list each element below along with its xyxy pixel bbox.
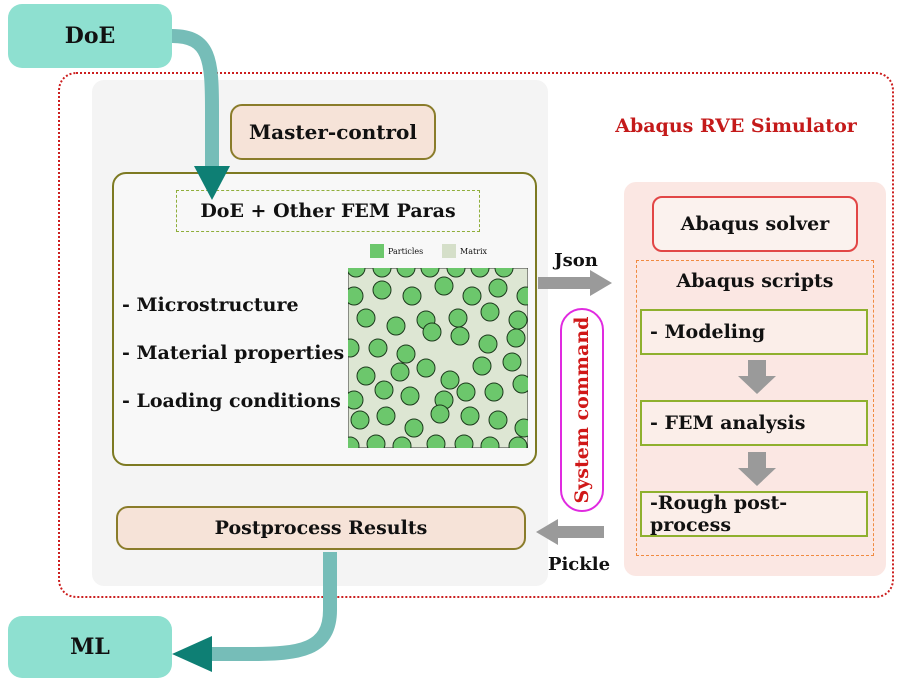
particle-53 — [508, 436, 528, 448]
param-microstructure: - Microstructure — [122, 294, 299, 316]
particle-32 — [502, 352, 522, 372]
particle-43 — [430, 404, 450, 424]
particle-27 — [356, 366, 376, 386]
particle-17 — [448, 308, 468, 328]
particle-12 — [488, 278, 508, 298]
param-loading-conditions: - Loading conditions — [122, 390, 341, 412]
particle-31 — [472, 356, 492, 376]
postprocess-results-box: Postprocess Results — [116, 506, 526, 550]
particle-19 — [508, 310, 528, 330]
particle-11 — [462, 286, 482, 306]
system-command-box — [560, 308, 604, 512]
particle-1 — [372, 268, 392, 278]
particle-45 — [488, 410, 508, 430]
step-fem-analysis: - FEM analysis — [640, 400, 868, 446]
particle-3 — [420, 268, 440, 278]
particle-34 — [374, 380, 394, 400]
particle-25 — [478, 334, 498, 354]
legend-particles-swatch — [370, 244, 384, 258]
particle-4 — [446, 268, 466, 278]
param-material-properties: - Material properties — [122, 342, 345, 364]
doe-box: DoE — [8, 4, 172, 68]
master-control-box: Master-control — [230, 104, 436, 160]
abaqus-solver-box: Abaqus solver — [652, 196, 858, 252]
particle-8 — [372, 280, 392, 300]
particle-50 — [426, 434, 446, 448]
particle-33 — [348, 390, 364, 410]
particle-10 — [434, 276, 454, 296]
legend-particles-label: Particles — [388, 246, 424, 256]
simulator-border — [58, 72, 894, 598]
particle-52 — [480, 436, 500, 448]
abaqus-scripts-box — [636, 260, 874, 556]
abaqus-scripts-title: Abaqus scripts — [676, 270, 834, 292]
particle-22 — [396, 344, 416, 364]
step-modeling: - Modeling — [640, 309, 868, 355]
particle-24 — [450, 326, 470, 346]
particle-21 — [368, 338, 388, 358]
particle-18 — [480, 302, 500, 322]
particle-47 — [348, 436, 360, 448]
paras-header: DoE + Other FEM Paras — [176, 190, 480, 232]
particle-0 — [348, 268, 366, 278]
particle-28 — [390, 362, 410, 382]
particle-7 — [348, 286, 364, 306]
ml-box: ML — [8, 616, 172, 678]
particle-35 — [400, 386, 420, 406]
particle-38 — [484, 382, 504, 402]
simulator-title: Abaqus RVE Simulator — [615, 115, 857, 137]
pickle-label: Pickle — [547, 553, 611, 575]
particle-14 — [356, 308, 376, 328]
particle-41 — [376, 406, 396, 426]
particle-6 — [494, 268, 514, 278]
particle-15 — [386, 316, 406, 336]
system-command-label: System command — [571, 316, 593, 504]
particle-46 — [514, 418, 528, 438]
step-rough-post-process: -Rough post-process — [640, 491, 868, 537]
particle-39 — [512, 374, 528, 394]
particle-2 — [396, 268, 416, 278]
json-label: Json — [554, 249, 598, 271]
particle-49 — [392, 436, 412, 448]
particle-26 — [506, 328, 526, 348]
ml-arrow-head — [172, 636, 212, 672]
microstructure-image — [348, 268, 528, 448]
particle-44 — [460, 406, 480, 426]
particle-37 — [456, 382, 476, 402]
legend-matrix-swatch — [442, 244, 456, 258]
particle-9 — [402, 286, 422, 306]
particle-42 — [404, 418, 424, 438]
particle-48 — [366, 434, 386, 448]
particle-30 — [440, 370, 460, 390]
particle-13 — [516, 286, 528, 306]
particle-20 — [348, 338, 360, 358]
legend-matrix-label: Matrix — [460, 246, 488, 256]
particle-40 — [350, 410, 370, 430]
particle-23 — [422, 322, 442, 342]
particle-5 — [470, 268, 490, 278]
particle-29 — [416, 358, 436, 378]
particle-51 — [454, 434, 474, 448]
